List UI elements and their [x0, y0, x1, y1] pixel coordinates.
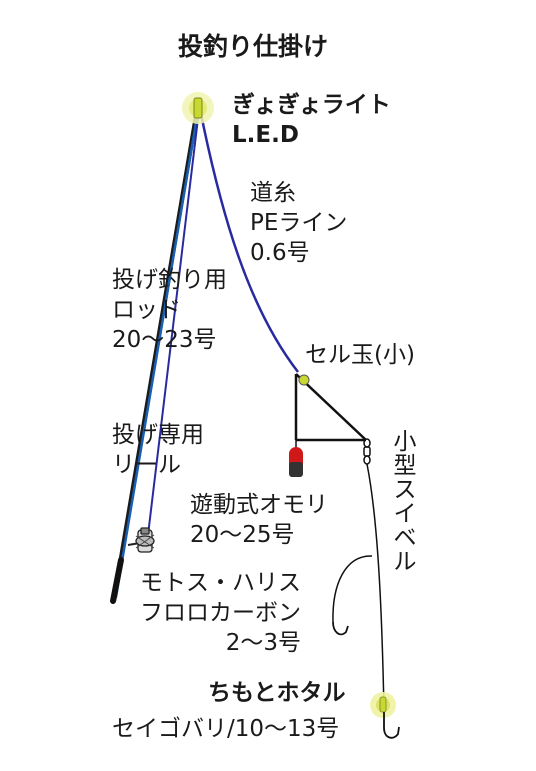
reel-line	[147, 109, 200, 536]
swivel-label-char: ス	[393, 477, 417, 503]
sinker-icon	[289, 440, 303, 477]
float-label: セル玉(小)	[305, 342, 415, 368]
main-line-label: 道糸 PEライン 0.6号	[250, 178, 347, 268]
rod-label-line-2: ロッド	[112, 297, 181, 323]
float-icon	[298, 374, 310, 386]
sinker-label-line-2: 20〜25号	[190, 522, 295, 548]
rod	[110, 102, 201, 604]
reel-label-line-2: リール	[112, 452, 181, 478]
branch-leader	[332, 555, 373, 623]
rod-label: 投げ釣り用 ロッド 20〜23号	[112, 265, 227, 355]
leader-line	[366, 463, 385, 713]
sinker-label: 遊動式オモリ 20〜25号	[190, 490, 328, 550]
led-label-line-2: L.E.D	[232, 122, 299, 148]
leader-label: モトス・ハリス フロロカーボン 2〜3号	[126, 568, 301, 658]
swivel-label-char: ル	[393, 549, 417, 575]
rod-label-line-1: 投げ釣り用	[112, 267, 227, 293]
hook-label: セイゴバリ/10〜13号	[112, 716, 340, 742]
glow-light-icon	[370, 692, 396, 718]
main-line-label-line-1: 道糸	[250, 180, 296, 206]
hook-icon	[332, 621, 349, 636]
rod-label-line-3: 20〜23号	[112, 327, 217, 353]
swivel-label-char: イ	[393, 501, 417, 527]
main-line-label-line-3: 0.6号	[250, 240, 310, 266]
swivel-label-char: 小	[393, 429, 417, 455]
leader-label-line-2: フロロカーボン	[140, 600, 301, 626]
hook-icon	[383, 712, 400, 739]
swivel-label-char: 型	[393, 453, 417, 479]
led-label-line-1: ぎょぎょライト	[232, 92, 391, 118]
swivel-icon	[363, 438, 371, 465]
swivel-label: 小型スイベル	[392, 430, 418, 574]
swivel-label-char: ベ	[393, 525, 417, 551]
led-label: ぎょぎょライト L.E.D	[232, 90, 391, 150]
light-label: ちもとホタル	[208, 680, 346, 706]
leader-label-line-1: モトス・ハリス	[140, 570, 301, 596]
reel-icon	[127, 527, 155, 553]
led-light-icon	[182, 92, 214, 124]
rig-triangle	[294, 373, 367, 442]
leader-label-line-3: 2〜3号	[225, 630, 301, 656]
reel-label-line-1: 投げ専用	[112, 422, 204, 448]
diagram-title: 投釣り仕掛け	[178, 32, 329, 61]
main-line	[197, 103, 299, 373]
sinker-label-line-1: 遊動式オモリ	[190, 492, 328, 518]
main-line-label-line-2: PEライン	[250, 210, 348, 236]
reel-label: 投げ専用 リール	[112, 420, 204, 480]
